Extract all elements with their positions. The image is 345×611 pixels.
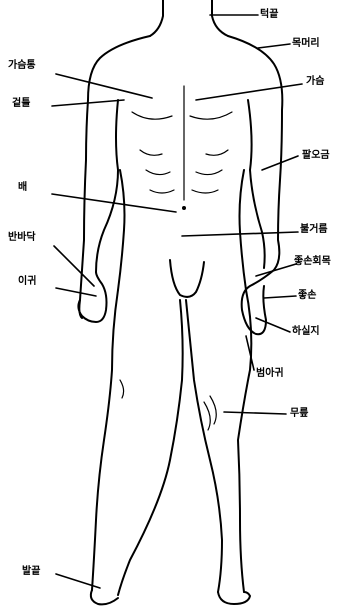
label-thigh: 범아귀 <box>256 368 284 380</box>
right-foot <box>218 592 250 604</box>
label-chest: 가슴 <box>306 76 324 88</box>
label-finger: 하실지 <box>292 326 320 338</box>
leader-chest-muscle <box>56 74 152 98</box>
label-groin: 불거름 <box>300 224 328 236</box>
label-armpit: 겉틀 <box>12 98 30 110</box>
right-hand <box>242 270 274 334</box>
navel-mark <box>182 206 186 210</box>
leader-belly <box>52 194 176 212</box>
label-shoulder-tip: 목머리 <box>292 38 320 50</box>
left-hip <box>118 170 125 290</box>
left-foot <box>91 590 118 604</box>
label-belly: 배 <box>18 182 27 194</box>
right-leg-inner <box>186 300 222 592</box>
chest-detail <box>132 86 232 200</box>
right-hip <box>240 170 247 290</box>
leader-finger <box>256 318 290 332</box>
label-knee: 무릎 <box>290 408 308 420</box>
leader-hand <box>264 296 296 298</box>
right-leg-outer <box>238 290 251 592</box>
leader-wrist <box>56 288 96 296</box>
label-palm: 반바닥 <box>8 232 36 244</box>
label-toe: 발끝 <box>22 566 40 578</box>
leader-chest <box>196 84 302 100</box>
label-wrist: 이귀 <box>18 276 36 288</box>
left-leg-outer <box>92 290 118 590</box>
label-back-of-hand: 좋손회목 <box>294 256 331 268</box>
leader-knee <box>224 412 286 414</box>
right-inner-arm <box>248 100 265 268</box>
left-hand <box>78 272 106 322</box>
label-forearm: 팔오금 <box>302 150 330 162</box>
left-inner-arm <box>96 100 118 272</box>
torso-left-outline <box>79 36 150 318</box>
neck-outline <box>150 0 228 36</box>
label-hand: 좋손 <box>298 290 316 302</box>
leader-palm <box>54 246 94 286</box>
left-leg-inner <box>118 300 183 595</box>
label-chest-muscle: 가슴통 <box>8 60 36 72</box>
leader-shoulder-tip <box>258 44 290 48</box>
groin-outline <box>170 260 204 297</box>
label-chin: 턱끝 <box>260 9 278 21</box>
